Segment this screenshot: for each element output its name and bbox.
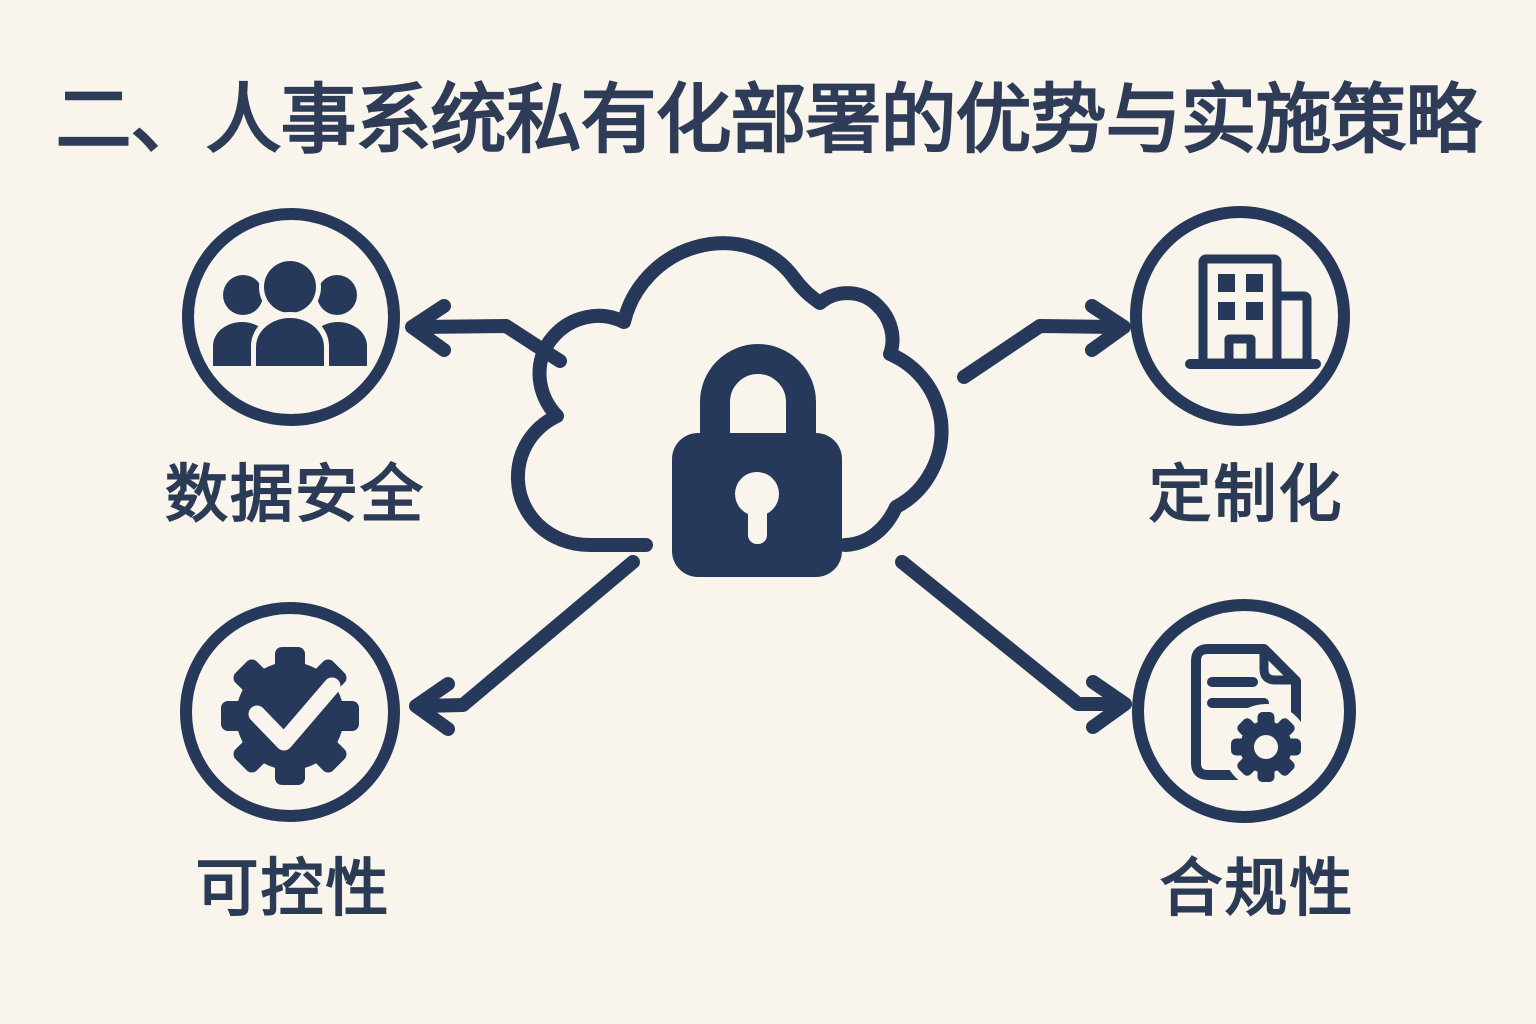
cloud-lock-icon bbox=[510, 236, 949, 577]
label-controllability: 可控性 bbox=[195, 854, 391, 924]
cloud-outline bbox=[510, 236, 949, 552]
circle-compliance bbox=[1132, 599, 1356, 823]
building-icon bbox=[1185, 254, 1321, 369]
arrow-bottom-left bbox=[409, 555, 640, 736]
people-group-icon bbox=[213, 256, 367, 371]
document-gear-icon bbox=[1191, 644, 1309, 790]
label-compliance: 合规性 bbox=[1159, 854, 1355, 924]
label-data-security: 数据安全 bbox=[165, 460, 425, 530]
circle-data-security bbox=[182, 208, 400, 426]
circle-controllability bbox=[180, 602, 400, 822]
page-title: 二、人事系统私有化部署的优势与实施策略 bbox=[55, 78, 1482, 163]
padlock-icon bbox=[672, 344, 842, 577]
circle-customization bbox=[1130, 206, 1350, 426]
arrow-top-right bbox=[957, 299, 1131, 384]
gear-check-icon bbox=[221, 647, 359, 785]
arrow-bottom-right bbox=[895, 555, 1132, 734]
label-customization: 定制化 bbox=[1148, 460, 1344, 530]
